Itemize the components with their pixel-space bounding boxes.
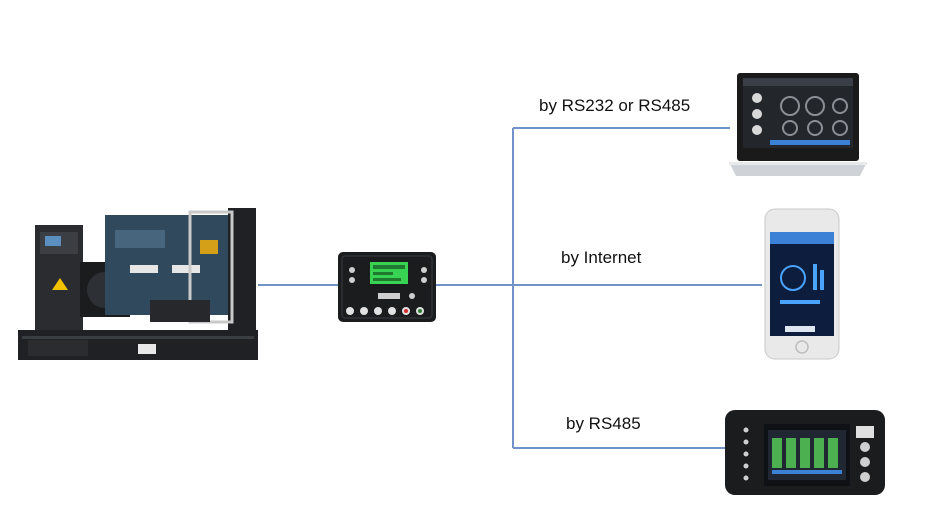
laptop-image — [729, 73, 867, 176]
genset-controller-image — [338, 252, 436, 322]
remote-display-image — [725, 410, 885, 495]
connection-label-internet: by Internet — [561, 248, 642, 267]
connection-lines — [258, 127, 762, 449]
smartphone-image — [764, 208, 840, 360]
generator-set-image — [18, 208, 258, 360]
connection-label-rs485: by RS485 — [566, 414, 641, 433]
connection-label-rs232-rs485: by RS232 or RS485 — [539, 96, 691, 115]
